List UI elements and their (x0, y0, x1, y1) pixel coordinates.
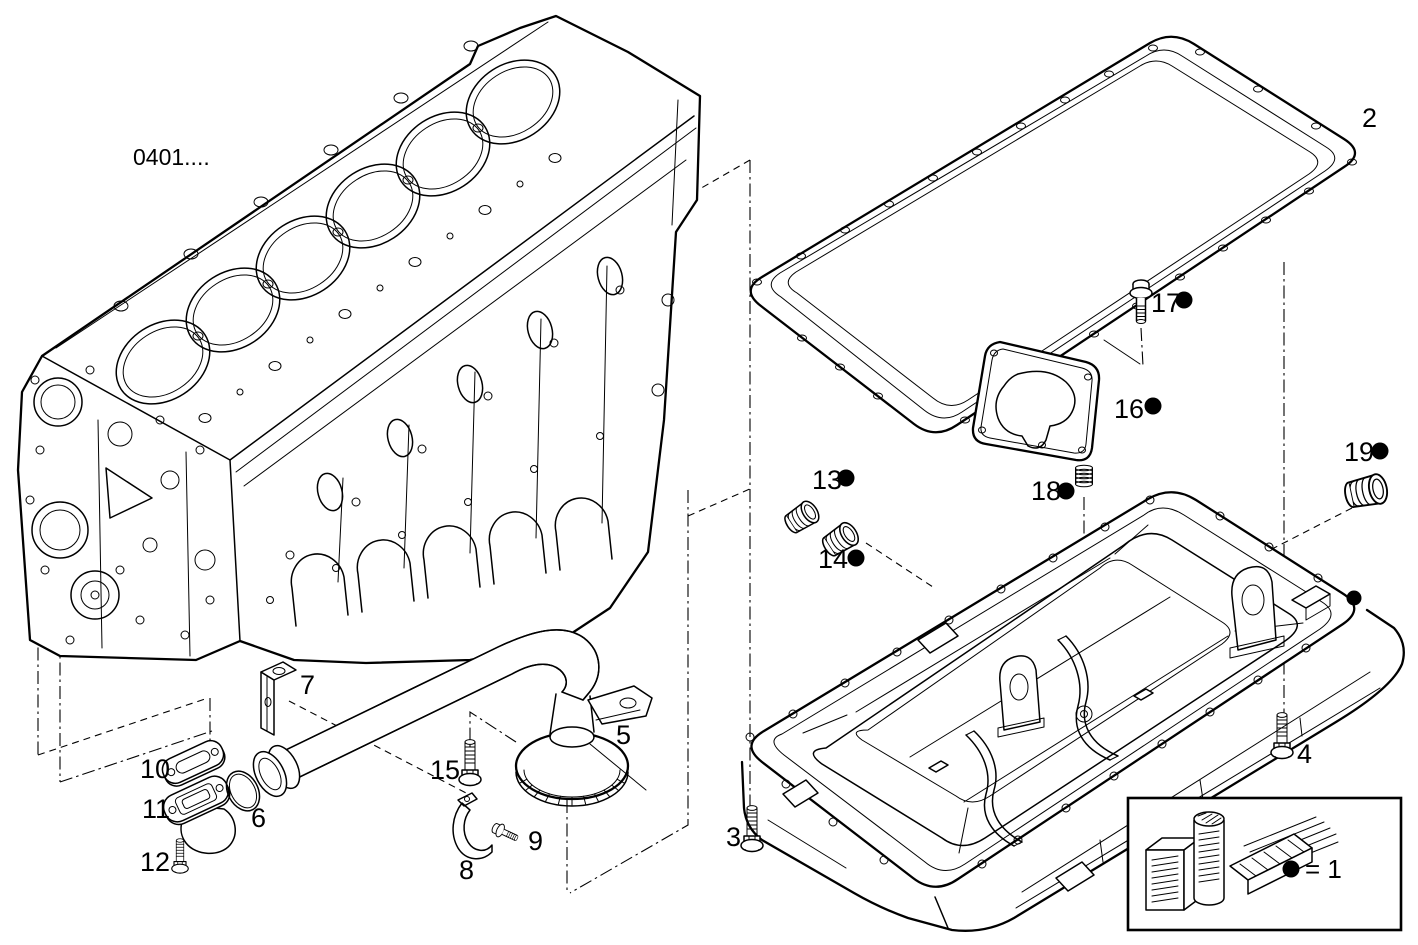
svg-text:18: 18 (1031, 476, 1061, 506)
bracket-part-7 (260, 661, 297, 736)
svg-text:11: 11 (142, 794, 170, 824)
svg-text:12: 12 (140, 847, 170, 877)
callout-5[interactable]: 5 (616, 720, 631, 750)
cover-plate-part-10 (161, 739, 226, 787)
drain-boss (1075, 705, 1093, 723)
quantity-dot-16 (1144, 397, 1162, 415)
quantity-dot-17 (1175, 291, 1193, 309)
svg-text:6: 6 (251, 803, 266, 833)
pipe-open-end (252, 750, 288, 798)
quantity-dot-14 (847, 549, 865, 567)
callout-2[interactable]: 2 (1362, 103, 1377, 133)
oil-sump-gasket (749, 35, 1357, 434)
svg-text:16: 16 (1114, 394, 1144, 424)
suction-strainer-bell (514, 726, 647, 807)
svg-text:7: 7 (300, 670, 315, 700)
cylinder-bores (115, 59, 561, 405)
svg-text:13: 13 (812, 465, 842, 495)
callout-9[interactable]: 9 (528, 826, 543, 856)
callout-18[interactable]: 18 (1031, 476, 1075, 506)
sump-lifting-bracket-right (1229, 565, 1285, 659)
svg-text:14: 14 (818, 544, 848, 574)
callout-6[interactable]: 6 (251, 803, 266, 833)
svg-text:2: 2 (1362, 103, 1377, 133)
pipe-clamp-part-8 (452, 792, 493, 860)
callout-8[interactable]: 8 (459, 855, 474, 885)
sump-lifting-bracket-middle (997, 655, 1045, 738)
svg-text:9: 9 (528, 826, 543, 856)
block-front-face (25, 365, 216, 657)
spring-part-18 (1075, 464, 1093, 488)
sump-sealing-gasket (971, 340, 1101, 462)
legend-equation: = 1 (1305, 854, 1342, 884)
quantity-dot-19 (1371, 442, 1389, 460)
block-side-face (266, 256, 675, 627)
oil-sump (740, 491, 1405, 932)
callout-15[interactable]: 15 (430, 755, 460, 785)
pipe-mounting-tab (587, 685, 653, 725)
reference-label: 0401.... (133, 144, 210, 170)
packaging-illustration (1145, 811, 1339, 911)
sump-baffles (965, 635, 1119, 847)
svg-text:17: 17 (1151, 288, 1181, 318)
deck-bolt-holes (113, 40, 562, 423)
callout-11[interactable]: 11 (142, 794, 170, 824)
sump-flange-holes (745, 495, 1323, 869)
callout-4[interactable]: 4 (1297, 739, 1312, 769)
unnumbered-quantity-dot (1346, 590, 1362, 606)
svg-text:4: 4 (1297, 739, 1312, 769)
callout-14[interactable]: 14 (818, 544, 865, 574)
callout-19[interactable]: 19 (1344, 437, 1389, 467)
callout-17[interactable]: 17 (1151, 288, 1193, 318)
floor-nub (928, 760, 949, 773)
callout-10[interactable]: 10 (140, 754, 170, 784)
legend-quantity-dot (1282, 860, 1300, 878)
svg-text:3: 3 (726, 822, 741, 852)
floor-nub (1133, 688, 1154, 701)
svg-text:15: 15 (430, 755, 460, 785)
engine-block (16, 14, 702, 665)
svg-text:8: 8 (459, 855, 474, 885)
svg-text:19: 19 (1344, 437, 1374, 467)
svg-text:5: 5 (616, 720, 631, 750)
callout-3[interactable]: 3 (726, 822, 741, 852)
callout-16[interactable]: 16 (1114, 394, 1162, 424)
oil-suction-pipe (252, 629, 653, 807)
reference-code: 0401.... (133, 144, 210, 170)
quantity-dot-18 (1057, 482, 1075, 500)
legend-box: = 1 (1126, 796, 1403, 932)
callout-7[interactable]: 7 (300, 670, 315, 700)
quantity-dot-13 (837, 469, 855, 487)
suction-flange-part-11 (162, 775, 236, 855)
callout-12[interactable]: 12 (140, 847, 170, 877)
svg-text:10: 10 (140, 754, 170, 784)
sump-flange-tabs (782, 585, 1331, 892)
callout-13[interactable]: 13 (812, 465, 855, 495)
o-ring-part-6 (225, 770, 261, 812)
